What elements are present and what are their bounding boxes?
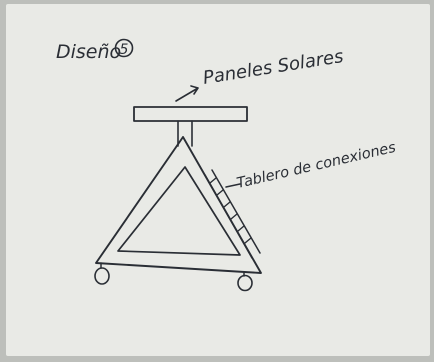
solar-panel bbox=[133, 106, 248, 122]
left-wheel bbox=[94, 267, 110, 285]
solar-panels-arrow bbox=[175, 85, 199, 102]
right-wheel bbox=[237, 274, 253, 292]
panel-mast bbox=[177, 120, 193, 147]
design-title: Diseño bbox=[56, 41, 121, 63]
design-number-circle bbox=[114, 38, 134, 58]
design-number: 5 bbox=[120, 42, 129, 58]
triangle-frame-inner bbox=[117, 166, 241, 256]
solar-panels-label: Paneles Solares bbox=[201, 46, 344, 89]
connection-board-arrow bbox=[225, 183, 241, 188]
connection-board-rungs bbox=[209, 177, 252, 244]
connection-board-label: Tablero de conexiones bbox=[235, 140, 398, 192]
connection-board-rails bbox=[204, 169, 261, 259]
